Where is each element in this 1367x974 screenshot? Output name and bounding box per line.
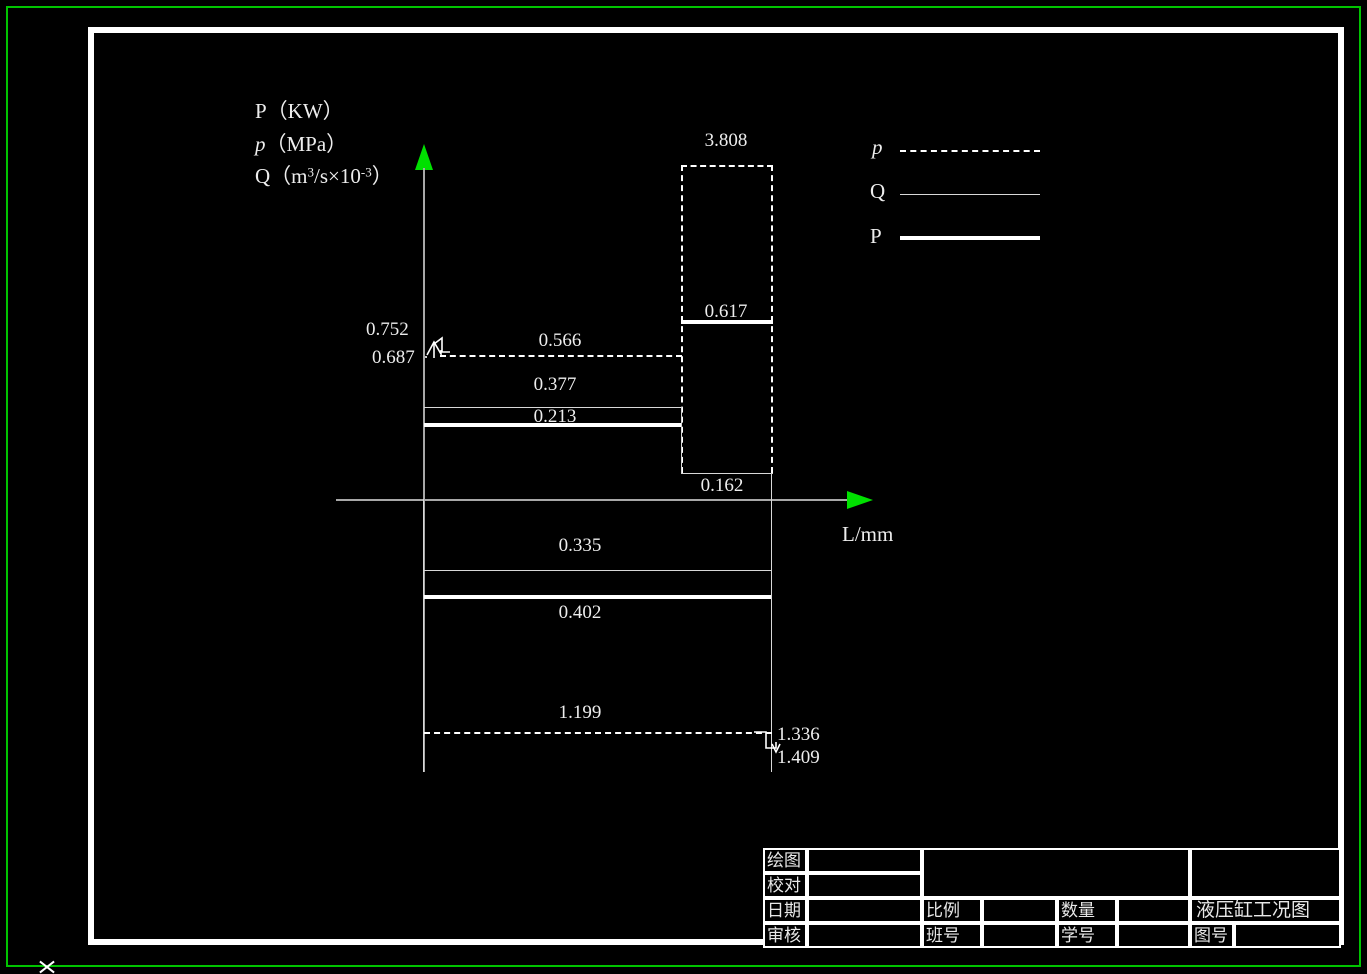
pressure-line-seg1 — [440, 355, 682, 357]
pressure-peak-top-line — [681, 165, 773, 167]
y-axis-pressure-unit: （MPa） — [265, 132, 348, 156]
x-axis-label: L/mm — [842, 522, 894, 546]
title-block-value-xuehao[interactable] — [1117, 923, 1190, 948]
y-axis-flow-unit-b: /s×10 — [314, 164, 361, 188]
title-block-value-shuliang[interactable] — [1117, 898, 1190, 923]
power-line-step3 — [681, 320, 773, 324]
value-flow-step3: 0.162 — [700, 475, 744, 496]
title-block-label-bili: 比例 — [922, 898, 982, 923]
title-block: 绘图 校对 日期 审核 比例 数量 班号 学号 液压缸工况图 图号 — [763, 848, 1341, 948]
legend-label-power: P — [870, 224, 882, 248]
legend-swatch-power — [900, 236, 1040, 240]
title-block-label-jiaodui: 校对 — [763, 873, 807, 898]
title-block-value-bili[interactable] — [982, 898, 1057, 923]
value-pressure-seg1: 0.566 — [538, 330, 582, 351]
value-power-step3: 0.617 — [704, 301, 748, 322]
pressure-line-lower — [424, 732, 772, 734]
title-block-value-shenhe[interactable] — [807, 923, 922, 948]
title-block-value-riqi[interactable] — [807, 898, 922, 923]
title-block-label-huitu: 绘图 — [763, 848, 807, 873]
title-block-label-tuhao: 图号 — [1190, 923, 1234, 948]
legend-label-flow: Q — [870, 179, 886, 203]
y-axis-pressure-symbol: p — [255, 132, 266, 156]
lower-right-boundary — [771, 473, 772, 772]
title-block-center-field[interactable] — [922, 848, 1190, 898]
value-pressure-lower: 1.199 — [558, 702, 602, 723]
x-axis-line — [336, 499, 848, 501]
y-axis-line — [423, 168, 425, 772]
legend-swatch-pressure — [900, 150, 1040, 152]
y-axis-label-flow: Q（m3/s×10-3） — [255, 160, 393, 190]
y-axis-arrow-icon — [415, 144, 433, 170]
power-line-seg1 — [424, 423, 682, 427]
y-axis-label-power: P（KW） — [255, 99, 344, 123]
flow-line-seg1 — [424, 407, 682, 408]
title-block-value-banhao[interactable] — [982, 923, 1057, 948]
title-block-label-riqi: 日期 — [763, 898, 807, 923]
x-axis-arrow-icon — [847, 491, 873, 509]
legend-swatch-flow — [900, 194, 1040, 195]
value-pressure-right-upper: 1.336 — [777, 724, 820, 745]
pressure-left-jog-icon — [425, 336, 450, 358]
power-line-lower — [424, 595, 772, 599]
value-pressure-left-upper: 0.752 — [366, 319, 409, 340]
y-axis-label-pressure: p（MPa） — [255, 128, 347, 158]
outer-border — [6, 6, 1361, 967]
cad-crosshair-cursor-icon — [38, 960, 56, 974]
value-pressure-peak: 3.808 — [704, 130, 748, 151]
title-block-label-xuehao: 学号 — [1057, 923, 1117, 948]
value-flow-lower: 0.335 — [558, 535, 602, 556]
value-pressure-left-lower: 0.687 — [372, 347, 415, 368]
value-power-lower: 0.402 — [558, 602, 602, 623]
y-axis-flow-symbol: Q — [255, 164, 271, 188]
title-block-label-shenhe: 审核 — [763, 923, 807, 948]
lower-left-boundary — [423, 499, 424, 772]
y-axis-flow-unit-c: ） — [371, 164, 393, 188]
value-pressure-right-lower: 1.409 — [777, 747, 820, 768]
y-axis-flow-sup-a: 3 — [307, 164, 315, 180]
title-block-value-jiaodui[interactable] — [807, 873, 922, 898]
flow-line-step3 — [681, 473, 773, 474]
legend-label-pressure: p — [872, 135, 883, 159]
value-power-seg1: 0.213 — [533, 406, 577, 427]
y-axis-flow-sup-b: -3 — [360, 164, 372, 180]
flow-line-lower — [424, 570, 772, 571]
value-flow-seg1: 0.377 — [533, 374, 577, 395]
pressure-peak-left-edge — [681, 165, 683, 473]
title-block-value-tuhao[interactable] — [1234, 923, 1341, 948]
pressure-right-jog-icon — [754, 731, 781, 754]
title-block-right-blank — [1190, 848, 1341, 898]
title-block-drawing-name: 液压缸工况图 — [1190, 898, 1341, 923]
pressure-peak-right-edge — [771, 165, 773, 473]
drawing-frame — [88, 27, 1344, 945]
title-block-value-huitu[interactable] — [807, 848, 922, 873]
title-block-label-banhao: 班号 — [922, 923, 982, 948]
y-axis-flow-unit-a: （m — [270, 164, 308, 188]
title-block-label-shuliang: 数量 — [1057, 898, 1117, 923]
upper-step-connector — [681, 407, 682, 473]
